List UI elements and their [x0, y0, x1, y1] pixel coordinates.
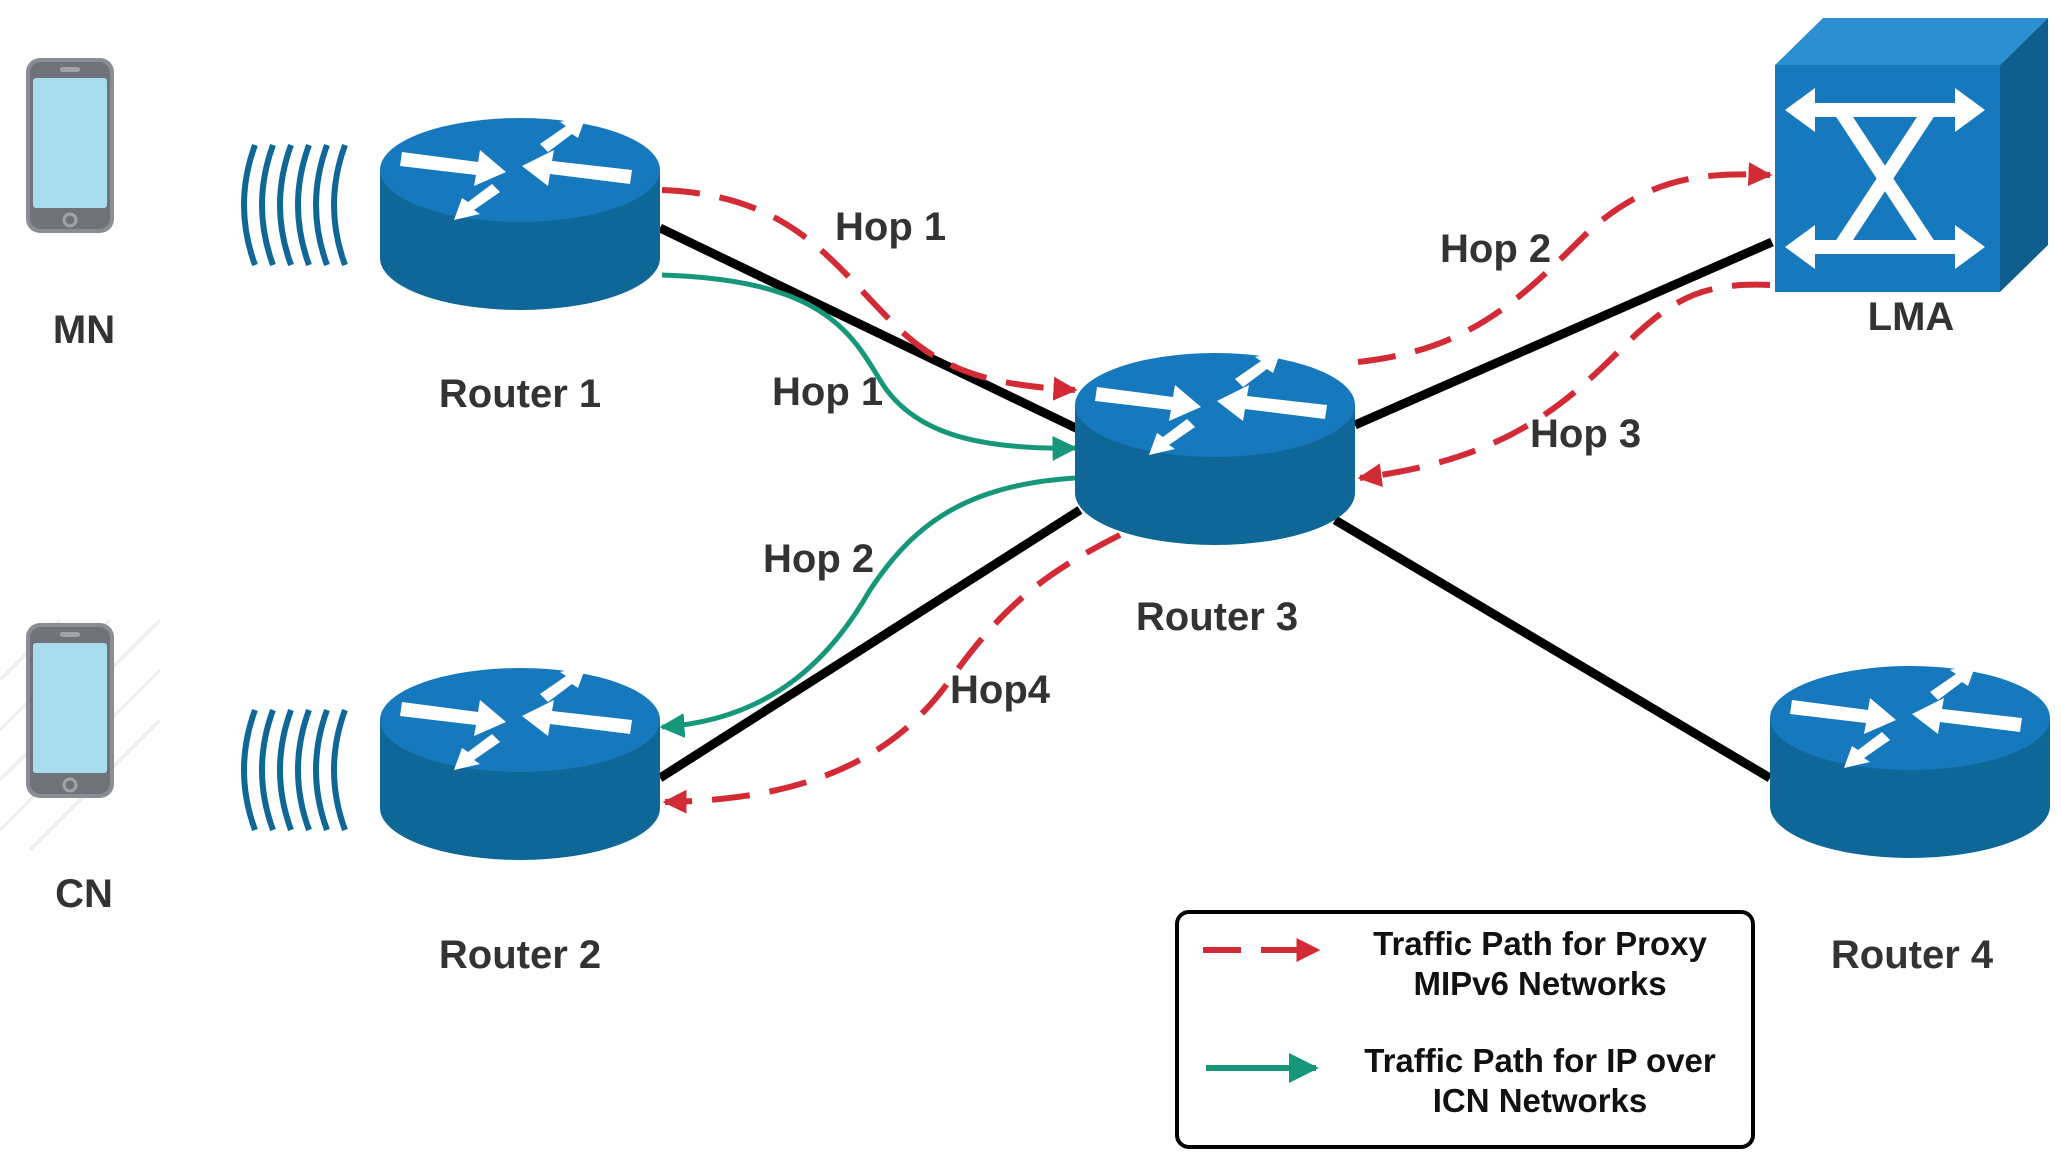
router4-label: Router 4: [1831, 933, 1994, 977]
legend-icn-line2: ICN Networks: [1433, 1082, 1648, 1119]
router3-label: Router 3: [1136, 595, 1298, 639]
pmip-paths: [661, 162, 1773, 814]
cn-wireless-signal-icon: [244, 710, 345, 830]
router1-label: Router 1: [439, 372, 601, 416]
legend-box: [1175, 910, 1755, 1149]
icn-hop2-label: Hop 2: [763, 537, 874, 581]
mn-phone-icon: [24, 56, 116, 235]
mn-label: MN: [53, 308, 115, 352]
router2-label: Router 2: [439, 933, 601, 977]
pmip-hop2-label: Hop 2: [1440, 227, 1551, 271]
pmip-path-hop3: [1357, 281, 1771, 488]
pmip-hop3-label: Hop 3: [1530, 412, 1641, 456]
mn-wireless-signal-icon: [244, 145, 345, 265]
pmip-path-hop1: [661, 187, 1078, 401]
cn-phone-icon: [24, 621, 116, 800]
cn-label: CN: [55, 872, 113, 916]
legend-pmip-line2: MIPv6 Networks: [1413, 965, 1666, 1002]
legend-icn-line1: Traffic Path for IP over: [1364, 1042, 1716, 1079]
link-router1-router3: [658, 223, 1082, 435]
lma-label: LMA: [1868, 295, 1955, 339]
icn-paths: [659, 272, 1078, 739]
legend-pmip-line1: Traffic Path for Proxy: [1373, 925, 1707, 962]
icn-path-hop1: [661, 272, 1078, 461]
router4-icon: [1770, 664, 2050, 858]
icn-hop1-label: Hop 1: [772, 370, 883, 414]
legend: Traffic Path for Proxy MIPv6 Networks Tr…: [1175, 910, 1755, 1149]
link-router2-router3: [657, 506, 1083, 782]
pmip-hop4-label: Hop4: [950, 668, 1051, 712]
router2-icon: [380, 666, 660, 860]
router1-icon: [380, 116, 660, 310]
pmip-hop1-label: Hop 1: [835, 205, 946, 249]
pmip-path-hop4: [662, 532, 1122, 814]
link-router3-router4: [1332, 516, 1773, 782]
lma-switch-cube-icon: [1775, 18, 2048, 292]
router3-icon: [1075, 351, 1355, 545]
pmip-path-hop2: [1357, 162, 1773, 365]
links: [657, 223, 1774, 782]
link-router3-lma: [1353, 237, 1774, 430]
icn-path-hop2: [659, 475, 1076, 739]
